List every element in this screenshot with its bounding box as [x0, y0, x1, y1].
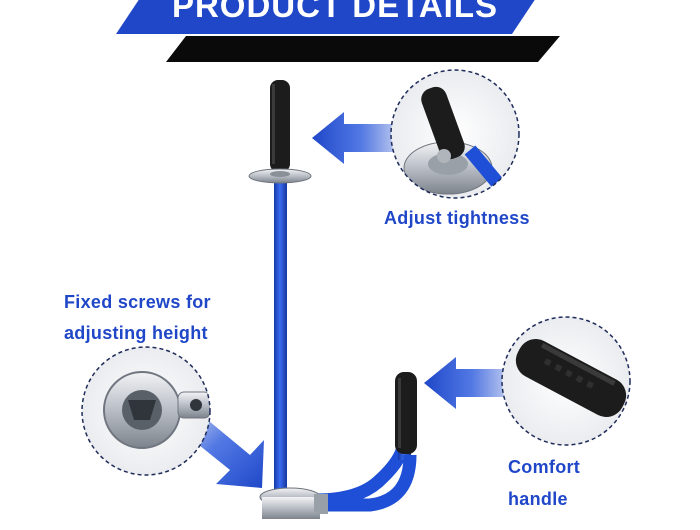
zoom-adjust-tightness	[390, 69, 520, 199]
label-adjust-tightness: Adjust tightness	[384, 208, 530, 228]
header-banner	[116, 0, 560, 62]
label-comfort-line2: handle	[508, 489, 568, 509]
label-fixed-screws-line1: Fixed screws for	[64, 292, 211, 312]
zoom-fixed-screws	[81, 346, 211, 476]
banner-title: PRODUCT DETAILS	[171, 0, 499, 24]
stretch-wrap-dispenser	[248, 80, 417, 519]
zoom-comfort-handle	[501, 316, 631, 446]
label-fixed-screws-line2: adjusting height	[64, 323, 208, 343]
label-comfort-line1: Comfort	[508, 457, 581, 477]
